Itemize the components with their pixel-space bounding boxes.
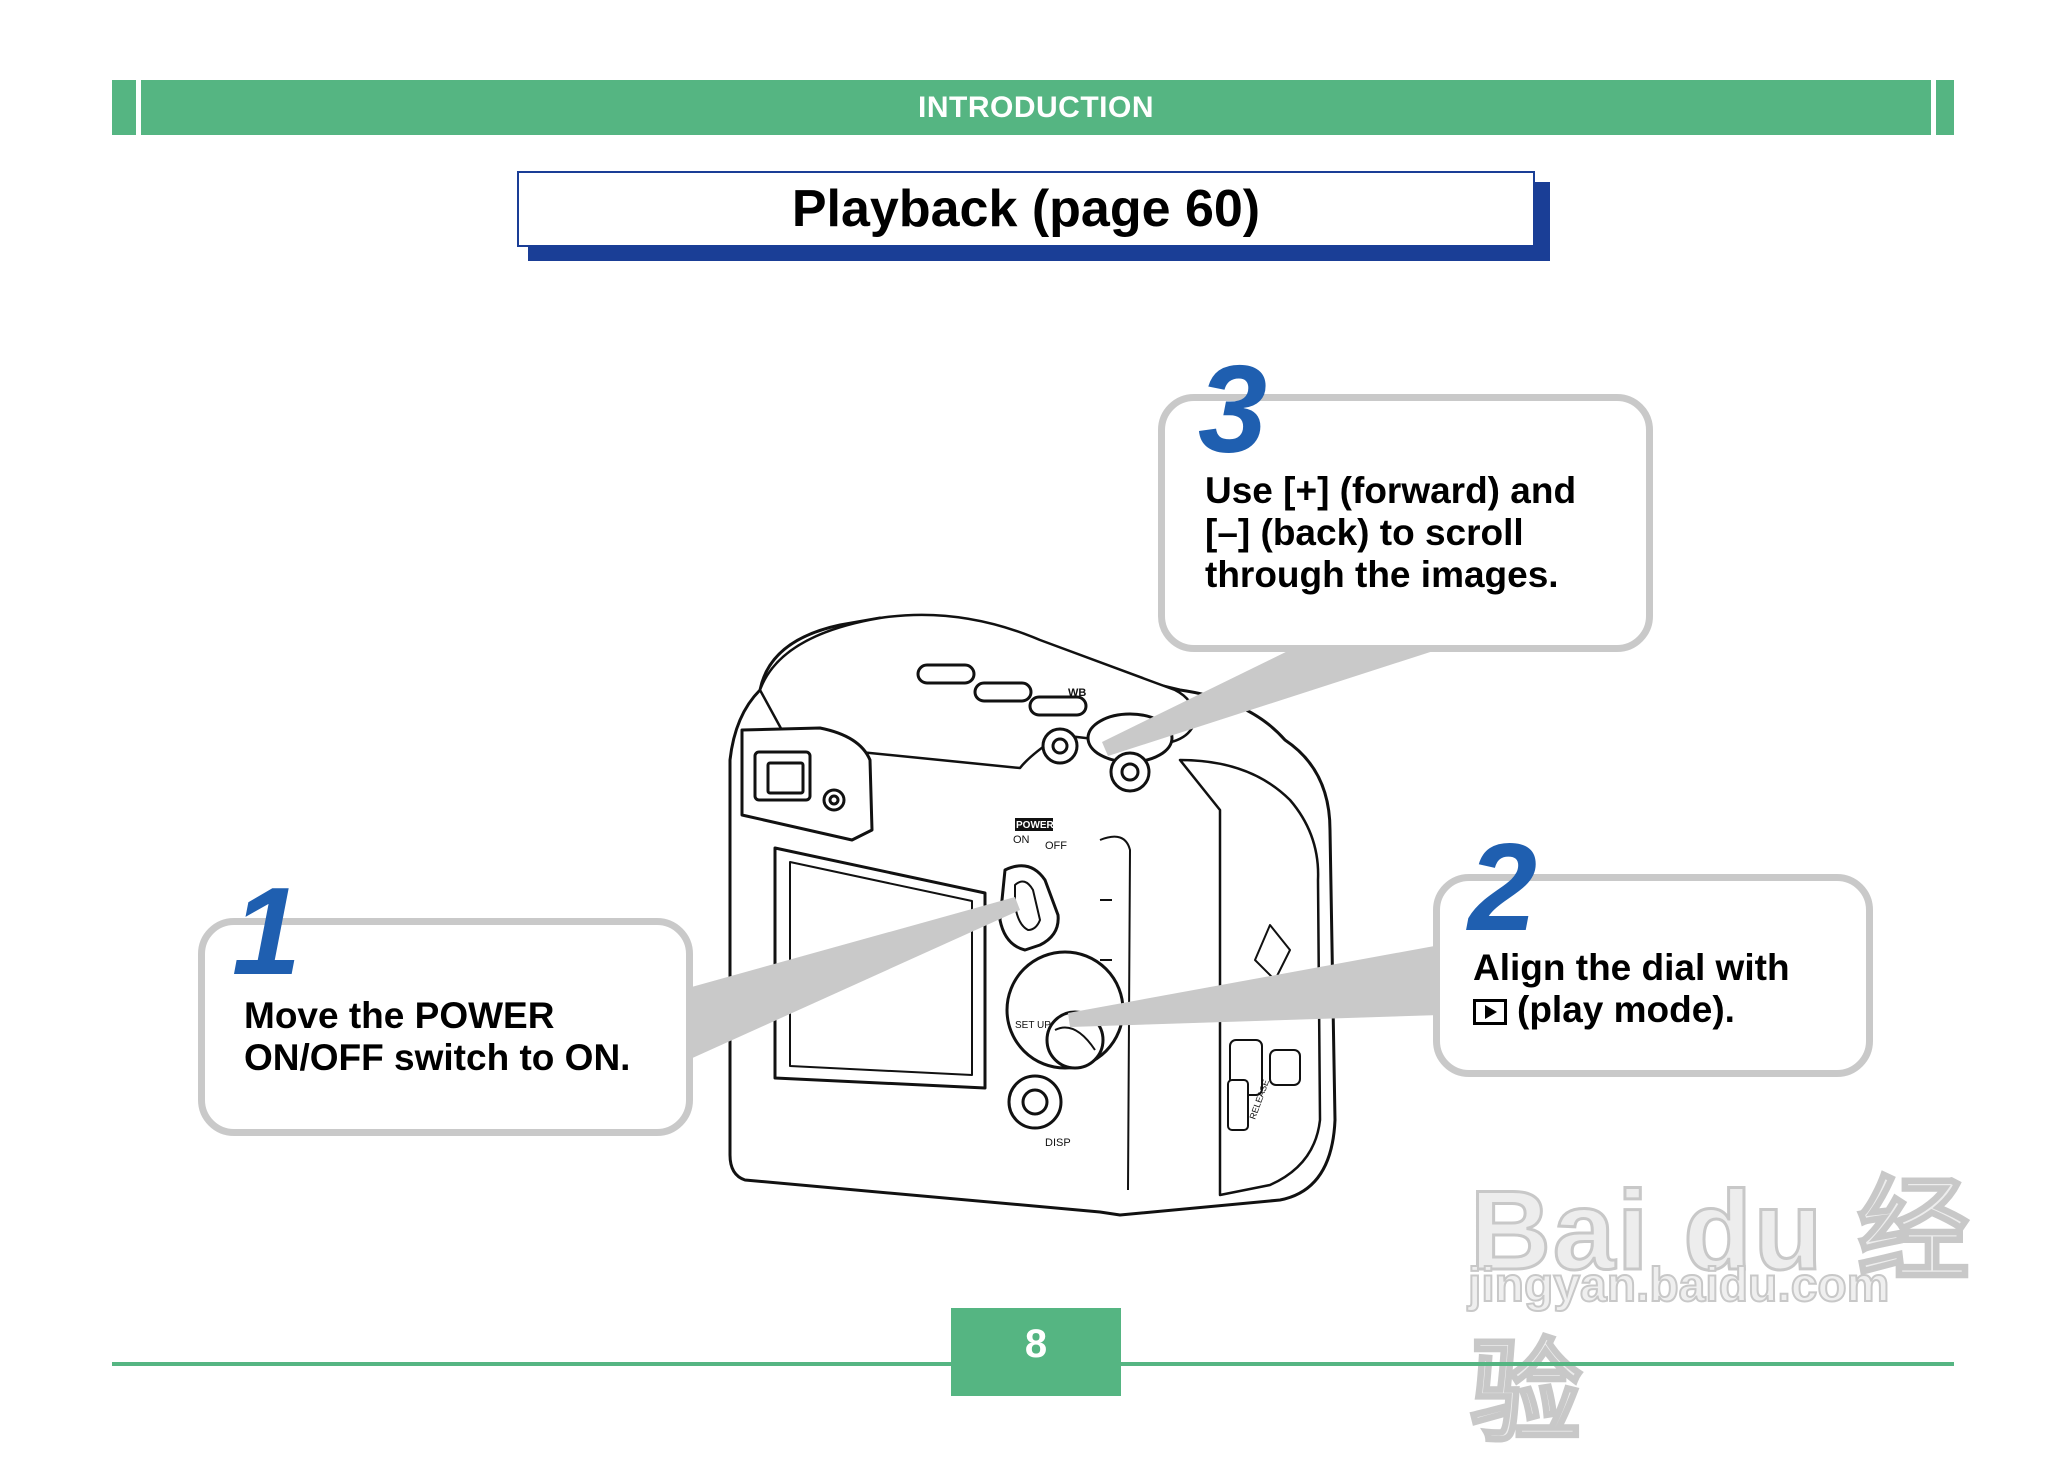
callout-step-2 bbox=[1433, 874, 1873, 1077]
play-mode-icon bbox=[1473, 999, 1507, 1025]
camera-disp-label: DISP bbox=[1045, 1137, 1071, 1149]
step-2-text: Align the dial with (play mode). bbox=[1473, 947, 1790, 1031]
step-3-line-2: [–] (back) to scroll bbox=[1205, 512, 1524, 553]
page-title: Playback (page 60) bbox=[517, 171, 1535, 247]
camera-off-label: OFF bbox=[1045, 840, 1067, 852]
callout-step-1 bbox=[198, 918, 693, 1136]
camera-power-label: POWER bbox=[1016, 820, 1055, 831]
step-2-line-1: Align the dial with bbox=[1473, 947, 1790, 988]
step-3-line-1: Use [+] (forward) and bbox=[1205, 470, 1577, 511]
step-2-line-2-text: (play mode). bbox=[1517, 989, 1735, 1030]
header-band bbox=[141, 80, 1931, 135]
section-title: INTRODUCTION bbox=[918, 91, 1154, 124]
step-1-line-1: Move the POWER bbox=[244, 995, 555, 1036]
step-2-line-2: (play mode). bbox=[1473, 989, 1790, 1031]
step-1-number: 1 bbox=[232, 863, 301, 1001]
step-3-line-3: through the images. bbox=[1205, 554, 1559, 595]
page-number: 8 bbox=[951, 1308, 1121, 1396]
camera-setup-label: SET UP bbox=[1015, 1020, 1051, 1031]
step-3-text: Use [+] (forward) and [–] (back) to scro… bbox=[1205, 470, 1576, 596]
camera-illustration: POWER ON OFF WB SET UP DISP RELEASE bbox=[688, 613, 1452, 1217]
step-1-line-2: ON/OFF switch to ON. bbox=[244, 1037, 631, 1078]
callout-step-3 bbox=[1158, 394, 1653, 652]
camera-on-label: ON bbox=[1013, 834, 1030, 846]
step-3-number: 3 bbox=[1198, 341, 1267, 479]
step-1-text: Move the POWER ON/OFF switch to ON. bbox=[244, 995, 630, 1079]
watermark-brand: Bai du 经验 bbox=[1469, 1167, 1972, 1457]
step-2-number: 2 bbox=[1468, 819, 1537, 957]
camera-wb-label: WB bbox=[1068, 687, 1086, 699]
header-cap-right bbox=[1936, 80, 1954, 135]
watermark-url: jingyan.baidu.com bbox=[1467, 1258, 1890, 1313]
header-cap-left bbox=[112, 80, 136, 135]
